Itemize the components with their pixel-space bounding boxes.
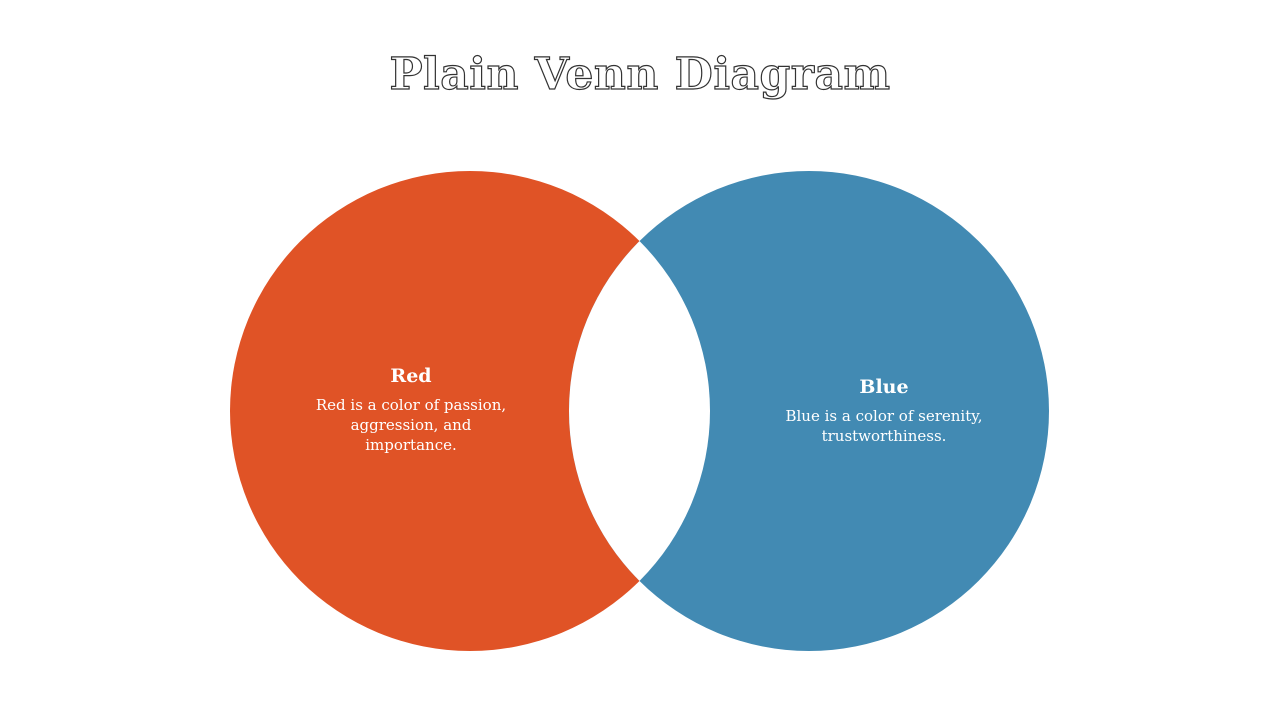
red-set-label: Red Red is a color of passion, aggressio… [306,363,516,455]
blue-set-name: Blue [859,376,909,398]
blue-set-label: Blue Blue is a color of serenity, trustw… [764,374,1004,446]
red-set-description: Red is a color of passion, aggression, a… [315,396,507,454]
blue-set-description: Blue is a color of serenity, trustworthi… [785,407,983,445]
venn-circle-blue [569,171,1049,651]
red-set-name: Red [390,365,432,387]
venn-circle-red [230,171,710,651]
slide-title: Plain Venn Diagram [389,48,891,100]
